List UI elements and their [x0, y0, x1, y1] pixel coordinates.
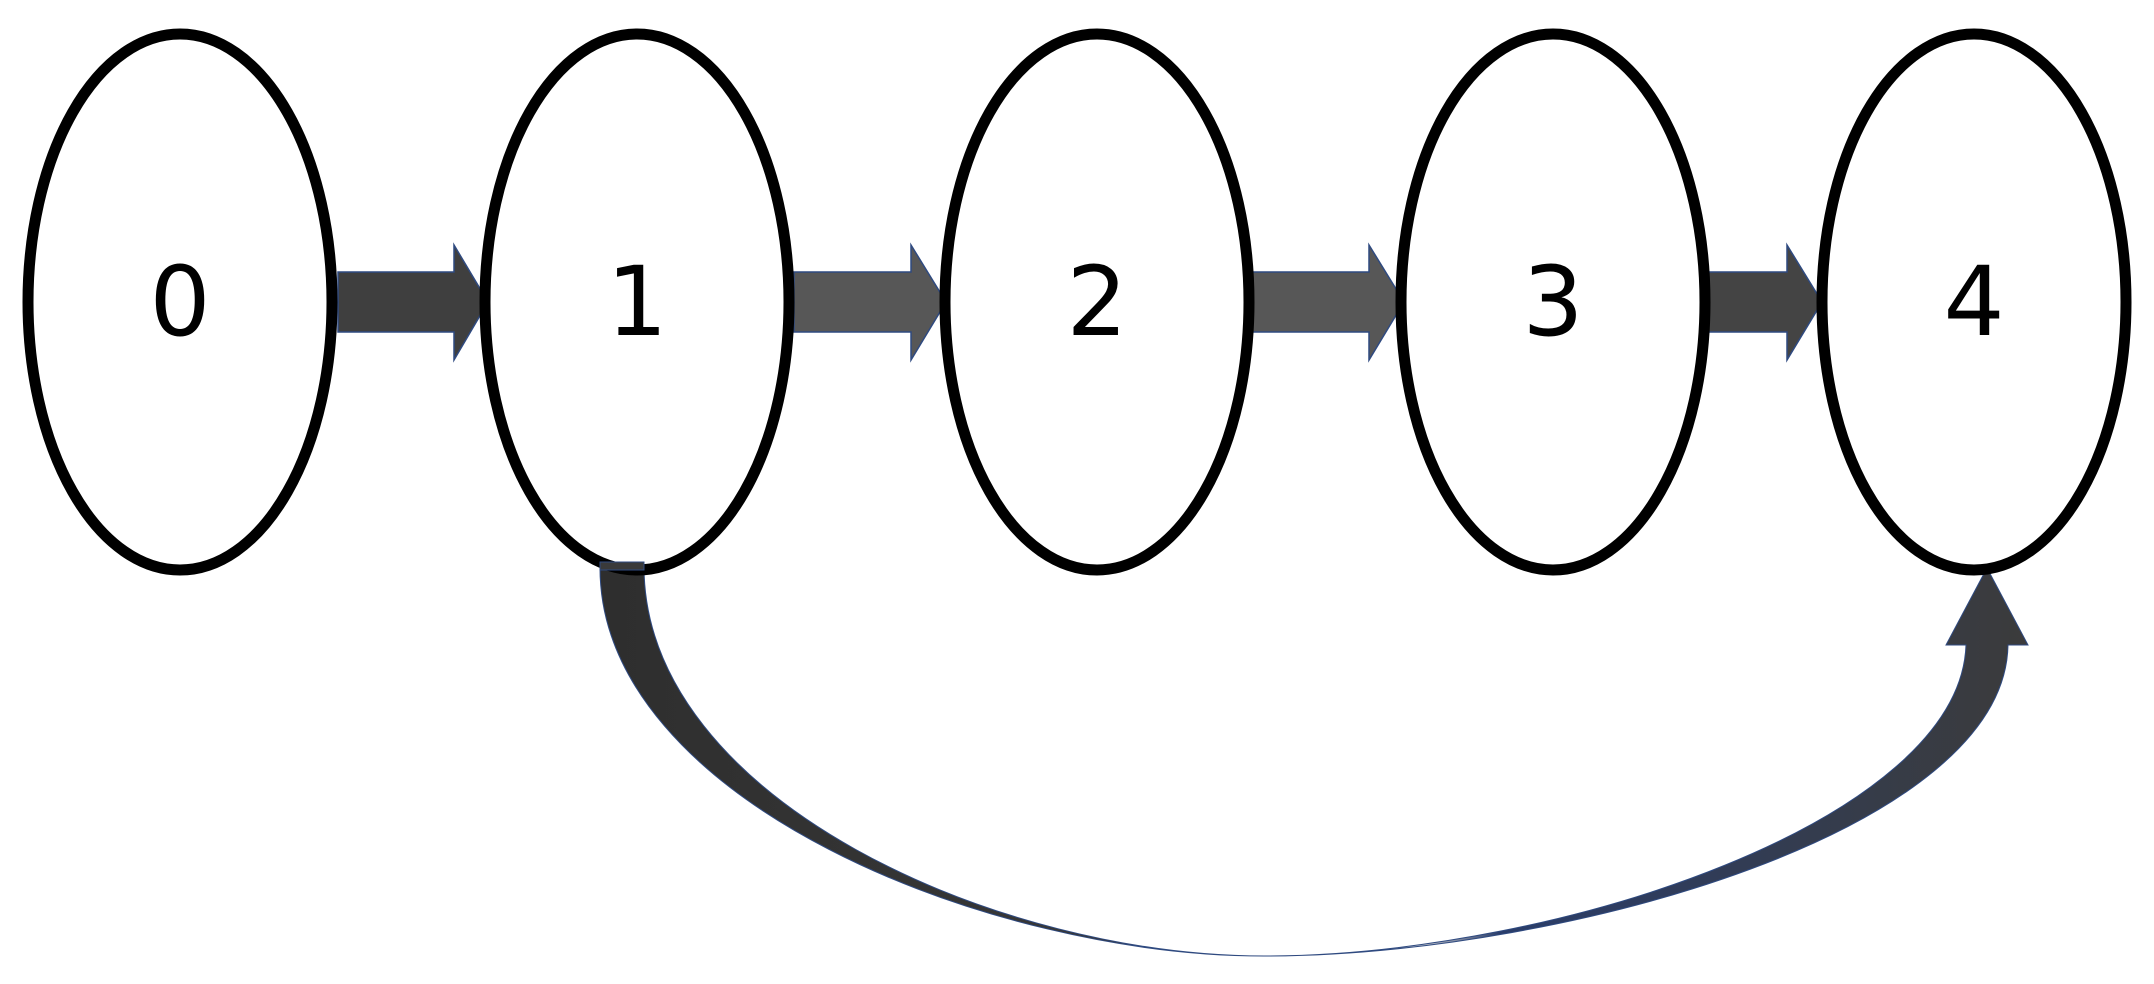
- arrow-1-to-2: [793, 242, 947, 363]
- node-0-label: 0: [149, 246, 210, 358]
- node-3-label: 3: [1522, 246, 1583, 358]
- arrow-3-to-4: [1706, 242, 1823, 363]
- curved-arrow-1-to-4: [599, 565, 2029, 957]
- arrow-0-to-1: [337, 242, 489, 363]
- node-1: 1: [479, 28, 795, 576]
- node-4-label: 4: [1943, 246, 2004, 358]
- node-3: 3: [1395, 28, 1711, 576]
- curve-start-tab: [599, 561, 645, 571]
- node-4: 4: [1816, 28, 2132, 576]
- node-0: 0: [22, 28, 338, 576]
- node-2: 2: [939, 28, 1255, 576]
- node-1-label: 1: [606, 246, 667, 358]
- arrow-2-to-3: [1251, 242, 1405, 363]
- node-2-label: 2: [1066, 246, 1127, 358]
